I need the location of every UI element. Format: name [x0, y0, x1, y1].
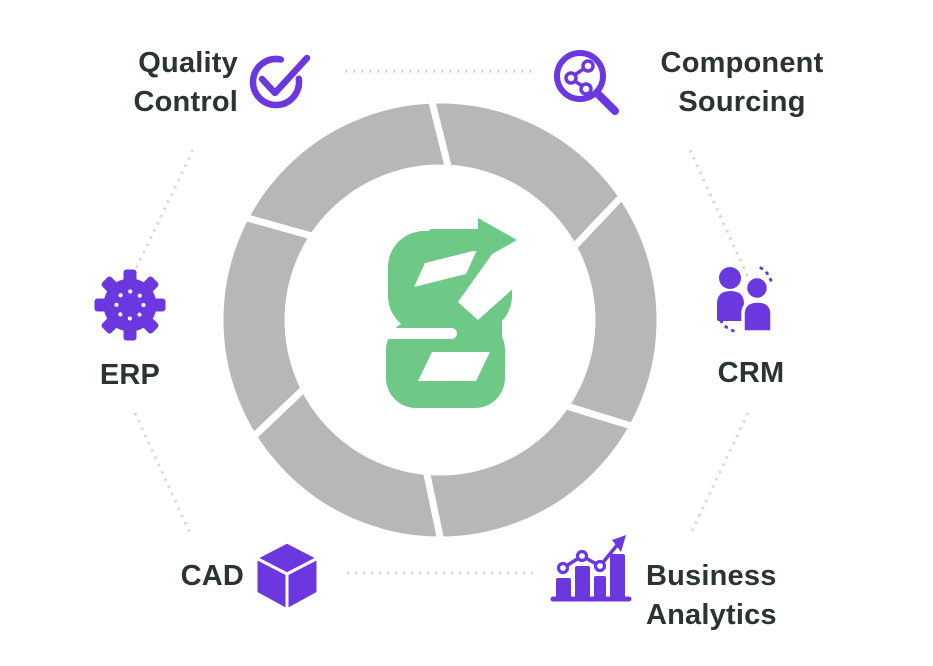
dotted-connector-lines — [131, 69, 750, 575]
connector-upper-left — [131, 149, 195, 276]
magnifier-share-icon — [554, 50, 619, 115]
node-label-cad: CAD — [180, 560, 244, 592]
node-label-quality-control: Quality Control — [133, 47, 238, 118]
logo-arrow — [428, 218, 517, 262]
connector-lower-left — [133, 412, 192, 534]
node-label-erp: ERP — [99, 359, 161, 391]
g-arrow-logo — [371, 218, 545, 408]
ring-segment-cuts — [239, 93, 640, 547]
segmented-ring — [223, 93, 657, 547]
people-icon — [717, 266, 774, 334]
check-circle-icon — [249, 54, 311, 109]
gear-icon — [94, 269, 166, 341]
cube-icon — [254, 540, 320, 612]
node-label-crm: CRM — [717, 357, 785, 389]
node-label-component-sourcing: Component Sourcing — [660, 47, 824, 118]
bar-chart-arrow-icon — [550, 535, 632, 602]
node-label-business-analytics: Business Analytics — [646, 560, 777, 631]
connector-upper-right — [688, 149, 750, 278]
connector-lower-right — [688, 412, 750, 536]
